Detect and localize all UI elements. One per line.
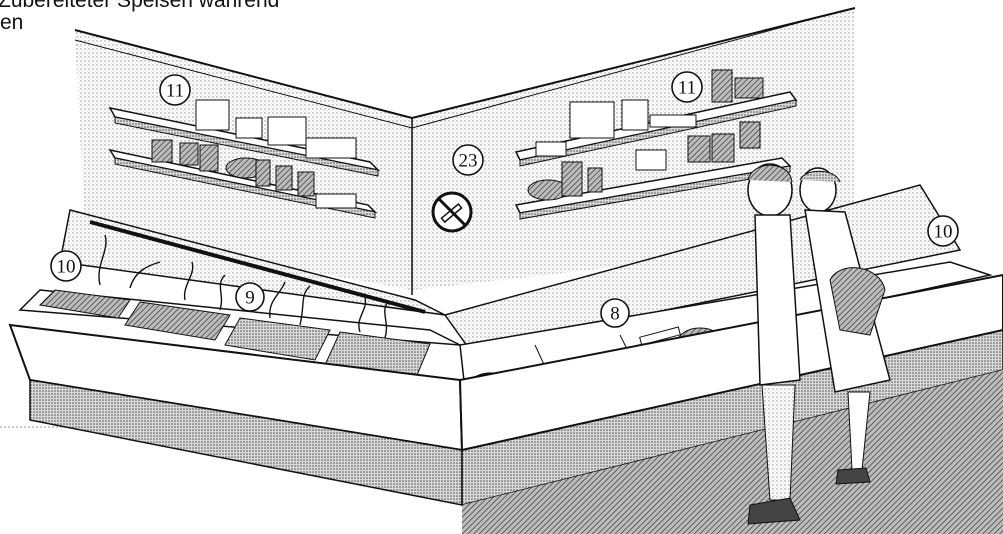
callout-8-label: 8 <box>610 304 620 325</box>
callout-8: 8 <box>601 299 629 327</box>
callout-11-right: 11 <box>672 72 702 102</box>
callout-10-right-label: 10 <box>934 222 953 243</box>
callout-10-left: 10 <box>51 251 81 281</box>
callout-23-label: 23 <box>459 151 478 172</box>
no-smoking-sign-icon <box>433 193 471 231</box>
callout-11-right-label: 11 <box>678 78 696 99</box>
callout-9: 9 <box>236 283 264 311</box>
callout-23: 23 <box>453 145 483 175</box>
callout-10-right: 10 <box>928 216 958 246</box>
callout-11-left: 11 <box>160 75 190 105</box>
callout-10-left-label: 10 <box>57 257 76 278</box>
callout-9-label: 9 <box>245 288 255 309</box>
callout-11-left-label: 11 <box>166 81 184 102</box>
